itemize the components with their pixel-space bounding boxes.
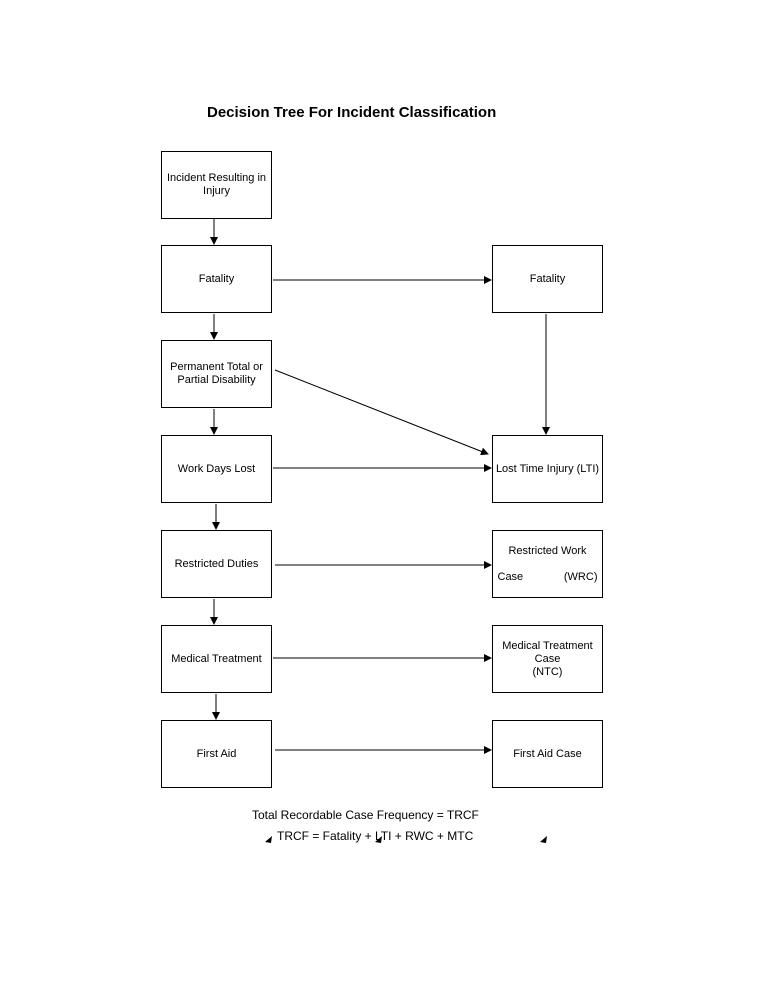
node-label: Fatality <box>198 272 235 285</box>
formula-line-1: Total Recordable Case Frequency = TRCF <box>252 808 479 822</box>
node-label: Medical Treatment <box>171 652 262 665</box>
diagram-title: Decision Tree For Incident Classificatio… <box>207 104 497 121</box>
node-permanent-disability: Permanent Total or Partial Disability <box>161 340 272 408</box>
wrc-line2-left: Case <box>497 570 524 583</box>
node-label: Fatality <box>529 272 566 285</box>
node-outcome-fatality: Fatality <box>492 245 603 313</box>
node-label: First Aid <box>196 747 237 760</box>
node-outcome-ntc: Medical Treatment Case (NTC) <box>492 625 603 693</box>
node-outcome-first-aid-case: First Aid Case <box>492 720 603 788</box>
node-label: First Aid Case <box>513 747 582 760</box>
node-work-days-lost: Work Days Lost <box>161 435 272 503</box>
node-restricted-duties: Restricted Duties <box>161 530 272 598</box>
node-label: Work Days Lost <box>177 462 256 475</box>
node-label: Medical Treatment Case (NTC) <box>502 639 593 678</box>
node-outcome-wrc: Restricted Work Case (WRC) <box>492 530 603 598</box>
node-fatality: Fatality <box>161 245 272 313</box>
wrc-line2: Case (WRC) <box>498 571 598 584</box>
node-medical-treatment: Medical Treatment <box>161 625 272 693</box>
node-label: Restricted Work Case (WRC) <box>494 532 602 597</box>
wrc-line2-right: (WRC) <box>563 570 598 583</box>
stray-arrowhead <box>265 836 272 843</box>
stray-arrowhead <box>540 836 547 843</box>
formula-line-2: TRCF = Fatality + LTI + RWC + MTC <box>277 829 474 843</box>
node-label: Restricted Duties <box>174 557 259 570</box>
wrc-line1: Restricted Work <box>508 544 587 557</box>
stray-arrowhead <box>375 836 382 843</box>
arrow-disability-to-lti <box>274 369 489 456</box>
node-first-aid: First Aid <box>161 720 272 788</box>
node-incident-resulting-in-injury: Incident Resulting in Injury <box>161 151 272 219</box>
node-label: Lost Time Injury (LTI) <box>495 462 600 475</box>
node-label: Incident Resulting in Injury <box>166 172 267 197</box>
node-label: Permanent Total or Partial Disability <box>170 361 263 386</box>
node-outcome-lti: Lost Time Injury (LTI) <box>492 435 603 503</box>
